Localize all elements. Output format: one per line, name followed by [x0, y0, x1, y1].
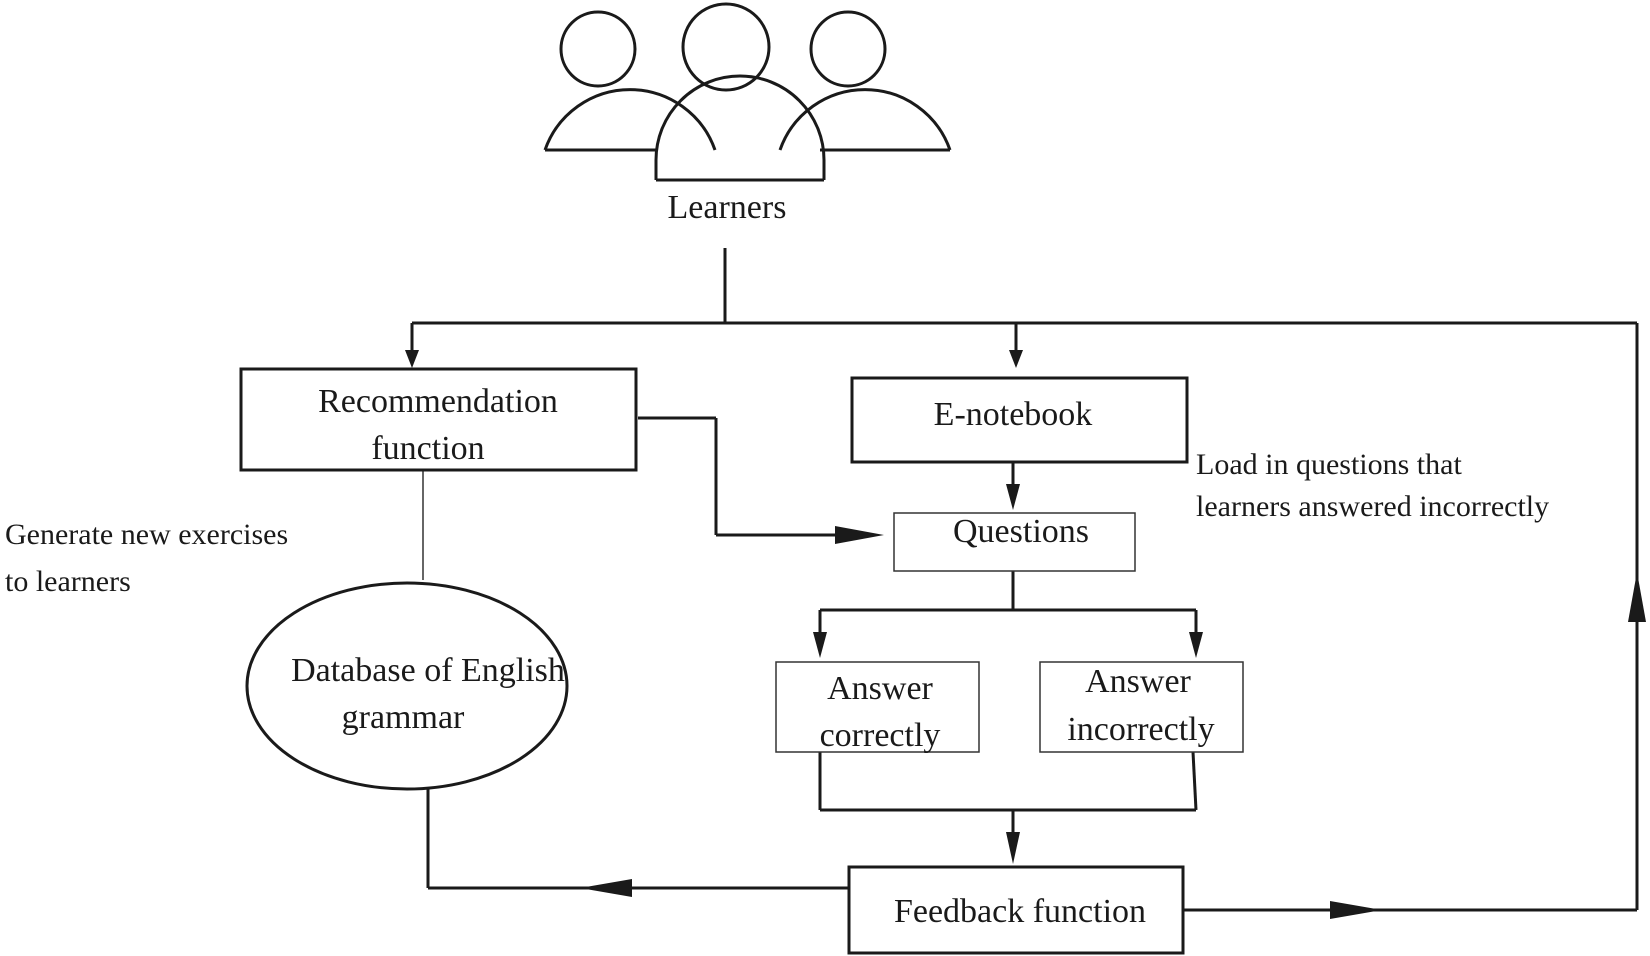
arrow-to-recommendation	[405, 350, 419, 368]
questions-box	[893, 512, 1136, 572]
arrowheads	[405, 350, 1646, 919]
note-generate-line2: to learners	[5, 565, 131, 598]
note-generate-line1: Generate new exercises	[5, 518, 288, 551]
arrow-to-questions-from-enotebook	[1006, 484, 1020, 510]
recommendation-label-line1: Recommendation	[318, 383, 558, 420]
arrow-to-database	[580, 879, 632, 897]
database-ellipse	[245, 581, 569, 791]
answer-incorrectly-box	[1039, 661, 1244, 753]
feedback-function-box	[847, 865, 1185, 955]
questions-label: Questions	[953, 513, 1089, 550]
recommendation-function-box	[239, 367, 638, 472]
note-load-line1: Load in questions that	[1196, 448, 1462, 481]
arrow-right-from-feedback	[1330, 901, 1382, 919]
answer-correctly-box	[775, 661, 980, 753]
enotebook-label: E-notebook	[934, 396, 1093, 433]
arrow-up-right-side	[1628, 572, 1646, 622]
answer-incorrectly-line2: incorrectly	[1067, 711, 1214, 748]
database-label-line1: Database of English	[291, 652, 565, 689]
arrow-to-answer-incorrectly	[1189, 632, 1203, 658]
arrow-to-enotebook	[1009, 350, 1023, 368]
recommendation-label-line2: function	[371, 430, 484, 467]
connector-lines	[410, 248, 1639, 912]
learners-icon	[543, 2, 952, 182]
answer-incorrectly-line1: Answer	[1085, 663, 1191, 700]
database-label-line2: grammar	[342, 699, 465, 736]
arrow-to-questions-from-recommendation	[835, 526, 884, 544]
arrow-to-answer-correctly	[813, 632, 827, 658]
enotebook-box	[850, 376, 1189, 464]
learners-label: Learners	[668, 189, 787, 226]
note-load-line2: learners answered incorrectly	[1196, 490, 1549, 523]
arrow-to-feedback	[1006, 832, 1020, 864]
answer-correctly-line1: Answer	[827, 670, 933, 707]
answer-correctly-line2: correctly	[820, 717, 941, 754]
feedback-label: Feedback function	[894, 893, 1146, 930]
